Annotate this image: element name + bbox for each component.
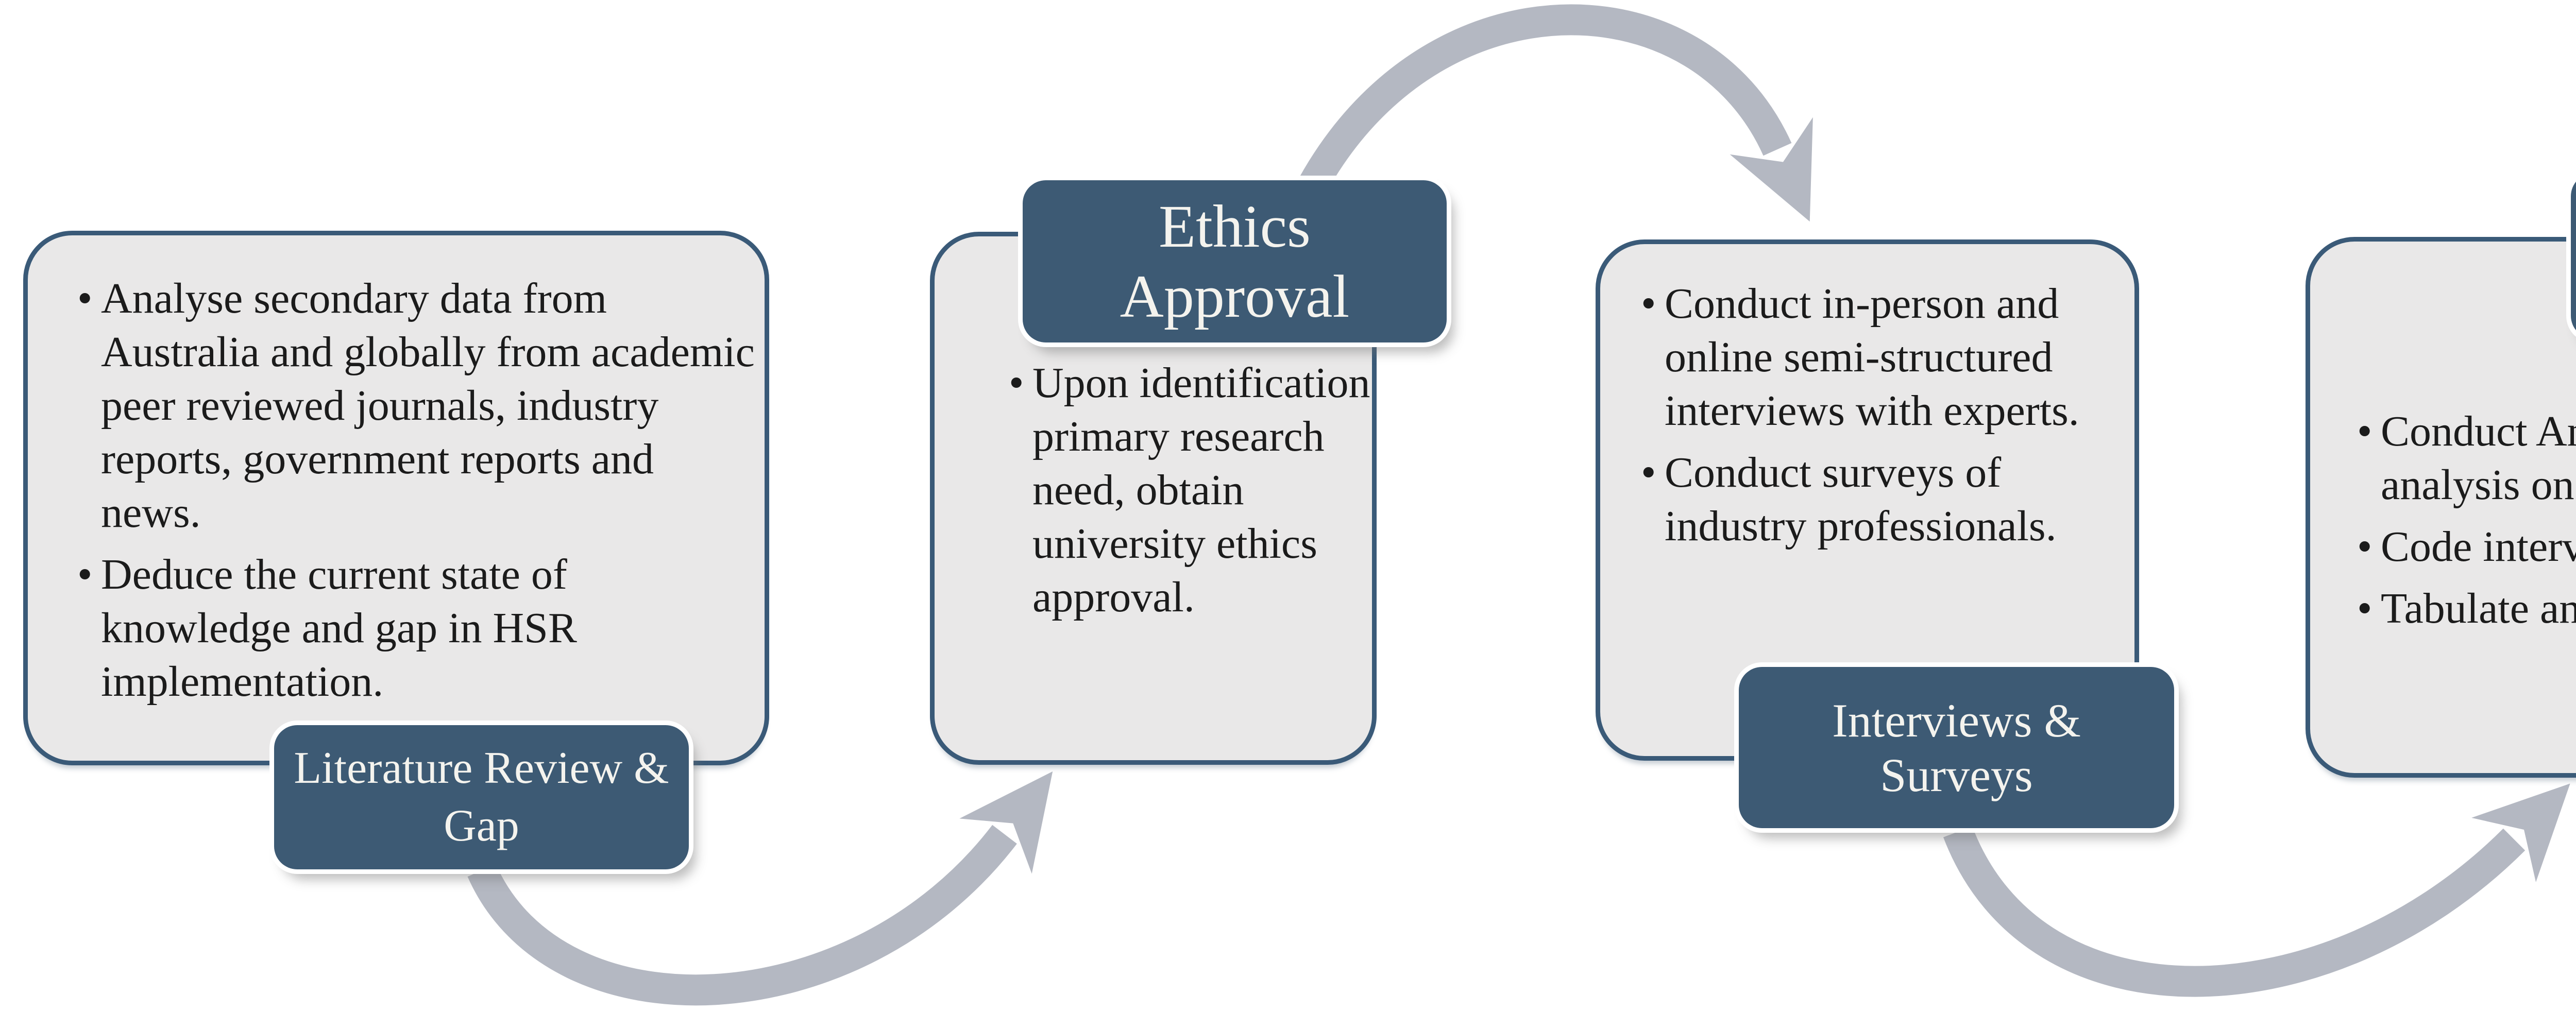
bullet-item: Conduct Analytical Hierachical Process a… [2381,405,2576,512]
bullet-item: Upon identification primary research nee… [1032,356,1372,624]
ethics-approval-bullet-list: Upon identification primary research nee… [1009,356,1372,632]
ethics-approval-label: Ethics Approval [1023,180,1447,342]
arrow-interviews-to-data-analysis [1943,783,2570,997]
bullet-item: Deduce the current state of knowledge an… [101,548,755,709]
data-analysis-bullet-list: Conduct Analytical Hierachical Process a… [2357,405,2576,644]
interviews-surveys-label: Interviews & Surveys [1739,667,2174,828]
literature-review-label-text: Literature Review & Gap [294,743,669,851]
literature-review-label: Literature Review & Gap [274,725,689,869]
arrow-literature-to-ethics [467,771,1053,1006]
bullet-item: Tabulate and graph data as appropriate. [2381,582,2576,636]
bullet-item: Conduct surveys of industry professional… [1665,446,2114,553]
interviews-surveys-bullet-list: Conduct in-person and online semi-struct… [1641,277,2114,561]
bullet-item: Analyse secondary data from Australia an… [101,272,755,540]
literature-review-bullet-list: Analyse secondary data from Australia an… [77,272,755,717]
interviews-surveys-label-text: Interviews & Surveys [1832,694,2081,801]
bullet-item: Conduct in-person and online semi-struct… [1665,277,2114,438]
bullet-item: Code interview data using NVIVO. [2381,520,2576,574]
arrow-ethics-to-interviews [1263,4,1813,272]
data-analysis-label: Data Analysis [2571,173,2576,339]
ethics-approval-label-text: Ethics Approval [1120,192,1350,330]
